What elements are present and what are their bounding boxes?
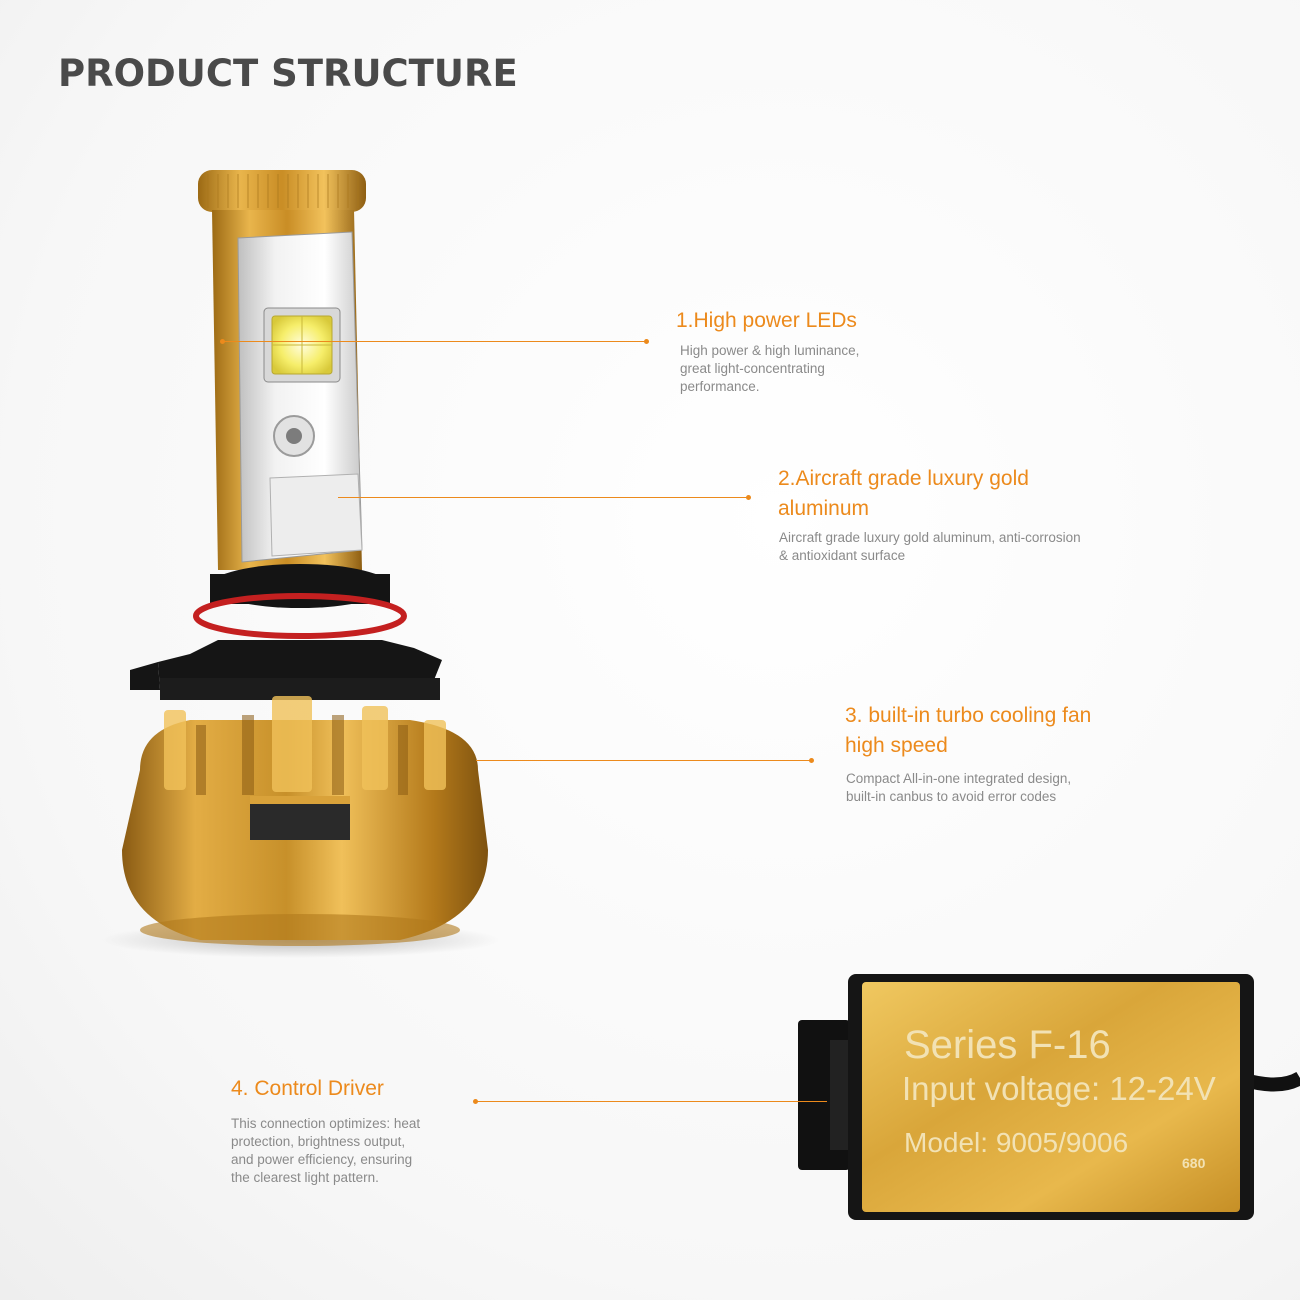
callout-2-desc: Aircraft grade luxury gold aluminum, ant… bbox=[779, 529, 1081, 565]
callout-2-desc-line: & antioxidant surface bbox=[779, 548, 906, 563]
callout-4-start-dot bbox=[473, 1099, 478, 1104]
driver-voltage-label: Input voltage: 12-24V bbox=[902, 1070, 1216, 1107]
driver-code-label: 680 bbox=[1182, 1155, 1206, 1171]
callout-4-desc-line: protection, brightness output, bbox=[231, 1134, 406, 1149]
page-title: PRODUCT STRUCTURE bbox=[58, 52, 518, 95]
callout-3-title-line: 3. built-in turbo cooling fan bbox=[845, 704, 1092, 727]
callout-1-desc-line: High power & high luminance, bbox=[680, 343, 860, 358]
callout-2-title-line: 2.Aircraft grade luxury gold bbox=[778, 467, 1029, 490]
callout-1-desc-line: great light-concentrating bbox=[680, 361, 825, 376]
callout-1-desc: High power & high luminance, great light… bbox=[680, 342, 859, 396]
callout-1-end-dot bbox=[644, 339, 649, 344]
callout-3-desc-line: built-in canbus to avoid error codes bbox=[846, 789, 1057, 804]
driver-series-label: Series F-16 bbox=[904, 1023, 1111, 1067]
callout-2-desc-line: Aircraft grade luxury gold aluminum, ant… bbox=[779, 530, 1081, 545]
callout-4-desc: This connection optimizes: heat protecti… bbox=[231, 1115, 420, 1187]
callout-1-title: 1.High power LEDs bbox=[676, 309, 857, 332]
callout-3-desc: Compact All-in-one integrated design, bu… bbox=[846, 770, 1071, 806]
callout-1-leader-line bbox=[224, 341, 648, 342]
control-driver-image: Series F-16 Input voltage: 12-24V Model:… bbox=[798, 974, 1300, 1220]
driver-model-label: Model: 9005/9006 bbox=[904, 1127, 1128, 1158]
callout-2-end-dot bbox=[746, 495, 751, 500]
callout-4-title: 4. Control Driver bbox=[231, 1077, 384, 1100]
callout-4-desc-line: the clearest light pattern. bbox=[231, 1170, 379, 1185]
callout-4-desc-line: This connection optimizes: heat bbox=[231, 1116, 421, 1131]
callout-2-title-line: aluminum bbox=[778, 497, 870, 520]
callout-3-title: 3. built-in turbo cooling fan high speed bbox=[845, 701, 1091, 761]
callout-1-desc-line: performance. bbox=[680, 379, 760, 394]
callout-3-desc-line: Compact All-in-one integrated design, bbox=[846, 771, 1072, 786]
callout-2-leader-line bbox=[338, 497, 750, 498]
callout-3-title-line: high speed bbox=[845, 734, 948, 757]
callout-4-desc-line: and power efficiency, ensuring bbox=[231, 1152, 413, 1167]
callout-1-anchor-dot bbox=[220, 339, 225, 344]
callout-3-end-dot bbox=[809, 758, 814, 763]
led-bulb-image bbox=[100, 170, 500, 958]
callout-2-title: 2.Aircraft grade luxury gold aluminum bbox=[778, 464, 1029, 524]
callout-3-leader-line bbox=[476, 760, 812, 761]
callout-4-leader-line bbox=[477, 1101, 827, 1102]
